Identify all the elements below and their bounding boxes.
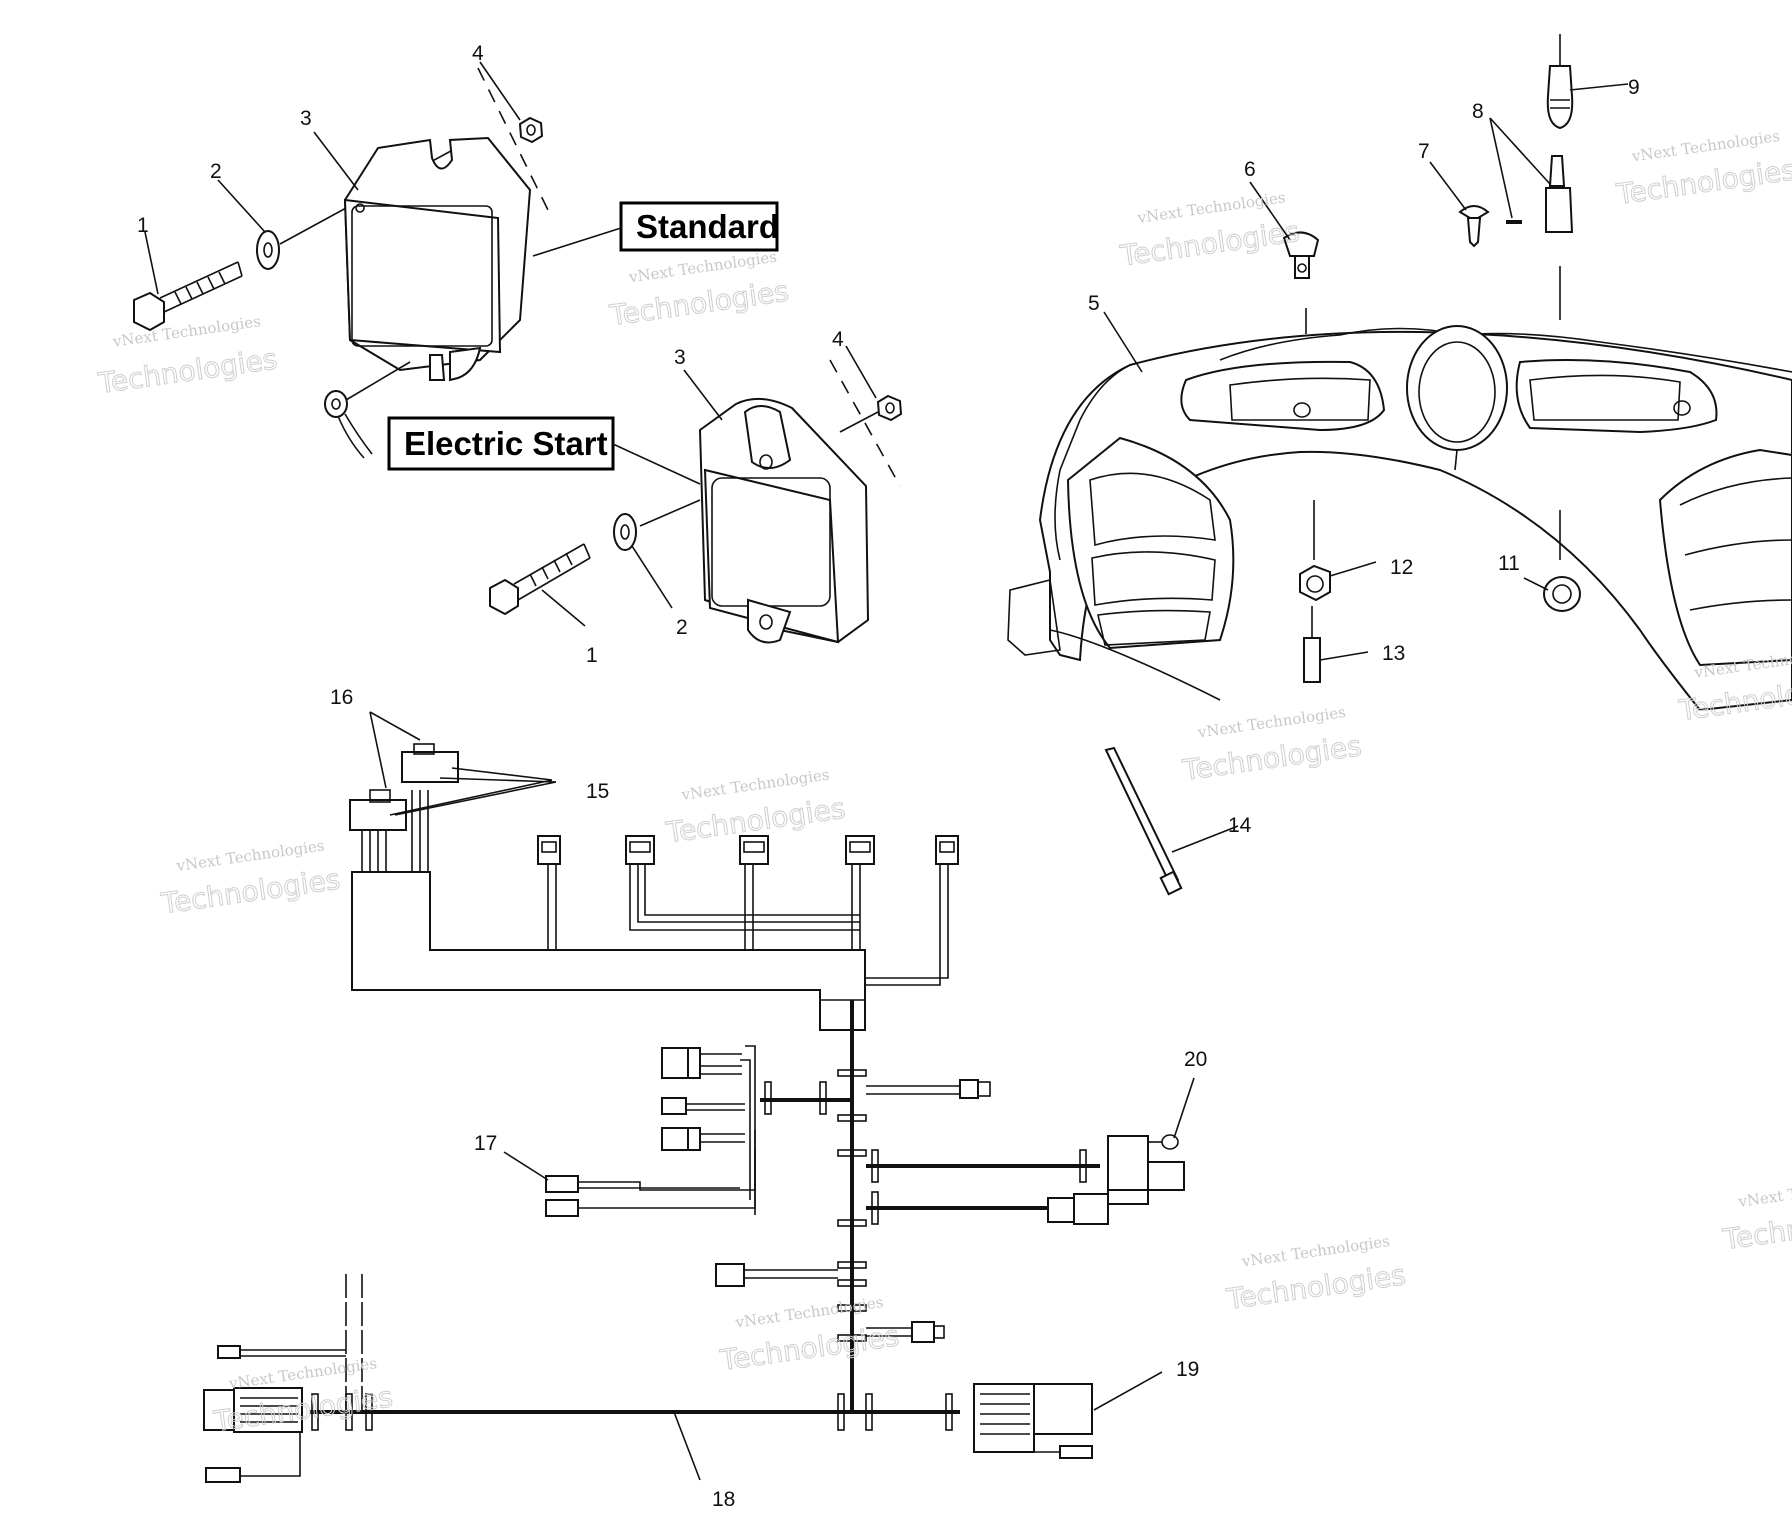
callout-6: 6 (1244, 158, 1256, 181)
callout-9: 9 (1628, 76, 1640, 99)
washer-part (256, 230, 280, 270)
connector-block-left (203, 1387, 303, 1433)
callout-5: 5 (1088, 292, 1100, 315)
connector (935, 835, 959, 865)
electric-start-label: Electric Start (387, 416, 701, 485)
watermark: vNext Technologies Technologies (607, 248, 792, 333)
standard-label-text: Standard (636, 208, 779, 245)
washer-part (613, 513, 637, 551)
connector (661, 1047, 701, 1079)
wiring-harness (203, 711, 1185, 1483)
bolt-part (133, 261, 243, 332)
bulb-part-9 (1546, 34, 1629, 130)
watermark: vNext Technologies Technologies (1223, 1232, 1408, 1317)
callout-11: 11 (1498, 552, 1520, 575)
watermarks: vNext Technologies Technologies vNext Te… (95, 127, 1792, 1439)
cable-tie-part-14 (1104, 746, 1239, 896)
svg-text:vNext Technologies: vNext Technologies (1736, 1172, 1792, 1211)
callout-15: 15 (586, 780, 609, 803)
connector (661, 1127, 701, 1151)
callout-1: 1 (137, 214, 149, 237)
svg-text:Technologies: Technologies (95, 342, 279, 400)
connector (537, 835, 561, 865)
standard-cdi-assembly: Standard (133, 67, 779, 459)
callout-2: 2 (676, 616, 688, 639)
callout-7: 7 (1418, 140, 1430, 163)
callout-8: 8 (1472, 100, 1484, 123)
callout-16: 16 (330, 686, 353, 709)
callout-19: 19 (1176, 1358, 1199, 1381)
callout-1: 1 (586, 644, 598, 667)
watermark: vNext Technologies Technologies (1613, 127, 1792, 212)
cdi-module-standard (343, 136, 532, 382)
harness-clips (837, 1069, 867, 1342)
watermark: vNext Technologies Technologies (95, 312, 280, 401)
connector (739, 835, 769, 865)
bulb-socket-part-8 (1506, 155, 1574, 233)
connector (661, 1097, 687, 1115)
connector (217, 1345, 241, 1359)
connector (959, 1079, 991, 1099)
callout-12: 12 (1390, 556, 1413, 579)
watermark: vNext Technologies Technologies (1179, 703, 1364, 788)
callout-17: 17 (474, 1132, 497, 1155)
watermark: vNext Technologies Technologies (1720, 1172, 1792, 1257)
callout-2: 2 (210, 160, 222, 183)
dash-console (1007, 266, 1792, 712)
bolt-part (489, 543, 591, 616)
watermark: vNext Technologies Technologies (158, 836, 343, 921)
fastener-part-6 (1282, 231, 1320, 279)
push-rivet-part-7 (1458, 205, 1490, 248)
standard-label: Standard (532, 201, 779, 257)
connector (205, 1467, 241, 1483)
callout-20: 20 (1184, 1048, 1207, 1071)
watermark: vNext Technologies Technologies (663, 765, 848, 850)
nut-part (518, 116, 544, 144)
connector (845, 835, 875, 865)
callout-4: 4 (472, 42, 484, 65)
callout-14: 14 (1228, 814, 1252, 837)
callout-3: 3 (300, 107, 312, 130)
callout-3: 3 (674, 346, 686, 369)
pin-part-13 (1303, 606, 1369, 683)
connector (625, 835, 655, 865)
connector (911, 1321, 945, 1343)
ring-terminal (324, 361, 411, 459)
callout-18: 18 (712, 1488, 735, 1511)
electric-start-label-text: Electric Start (404, 425, 608, 462)
switch-connector-16 (349, 789, 407, 872)
callout-4: 4 (832, 328, 844, 351)
nut-part-12 (1299, 561, 1377, 602)
connector (715, 1263, 745, 1287)
callout-13: 13 (1382, 642, 1405, 665)
connector-17 (545, 1175, 579, 1193)
connector-19 (973, 1383, 1093, 1459)
electric-start-cdi-assembly: Electric Start (387, 359, 903, 644)
cdi-module-electric (698, 397, 870, 644)
nut-part-11 (1543, 576, 1581, 612)
connector-20 (1107, 1134, 1185, 1205)
watermark: vNext Technologies Technologies (717, 1293, 902, 1378)
nut-part (876, 394, 903, 422)
callout-numbers: 1 2 3 4 3 4 1 2 5 6 7 8 9 11 12 13 14 15… (137, 42, 1640, 1511)
switch-connector-15 (401, 743, 459, 872)
leader-lines (144, 61, 1551, 1481)
watermark: vNext Technologies Technologies (1117, 188, 1302, 273)
connector (545, 1199, 579, 1217)
connector (1047, 1193, 1109, 1225)
